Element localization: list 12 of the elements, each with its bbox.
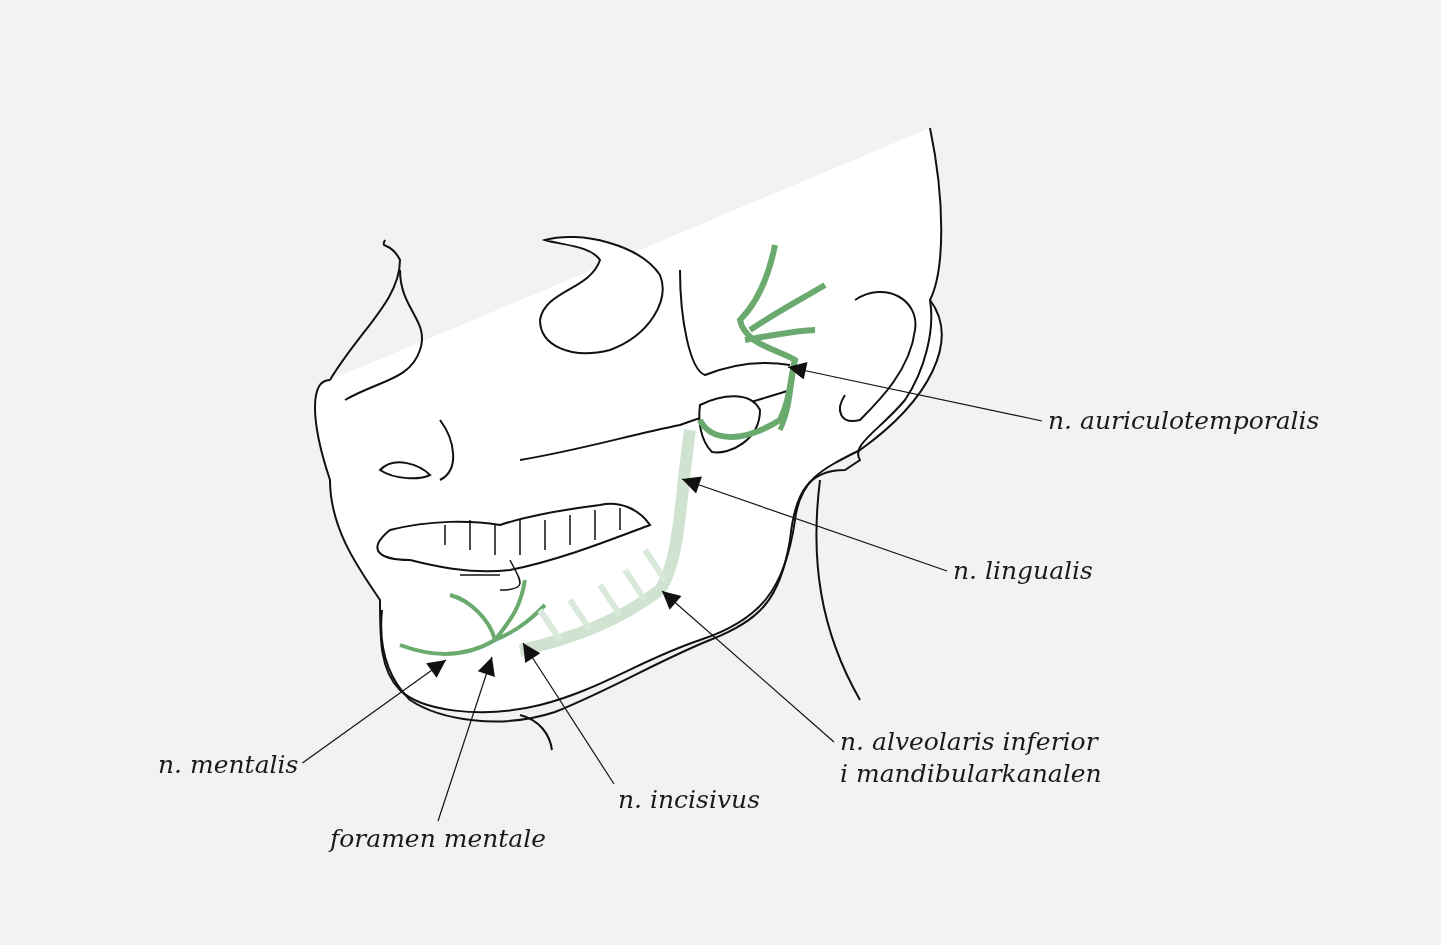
leader-line — [681, 476, 948, 572]
nerve-label: n. incisivus — [618, 784, 760, 816]
leader-line — [437, 656, 495, 822]
nerve-label: n. lingualis — [953, 555, 1093, 587]
leader-line — [301, 659, 447, 764]
leader-line — [787, 361, 1043, 422]
leader-line — [661, 590, 835, 743]
leader-line — [522, 642, 615, 785]
nerve-label: n. auriculotemporalis — [1048, 405, 1320, 437]
nerve-label: foramen mentale — [330, 823, 547, 855]
nerve-label: n. alveolaris inferior i mandibularkanalen — [840, 726, 1110, 790]
nerve-label: n. mentalis — [158, 749, 299, 781]
